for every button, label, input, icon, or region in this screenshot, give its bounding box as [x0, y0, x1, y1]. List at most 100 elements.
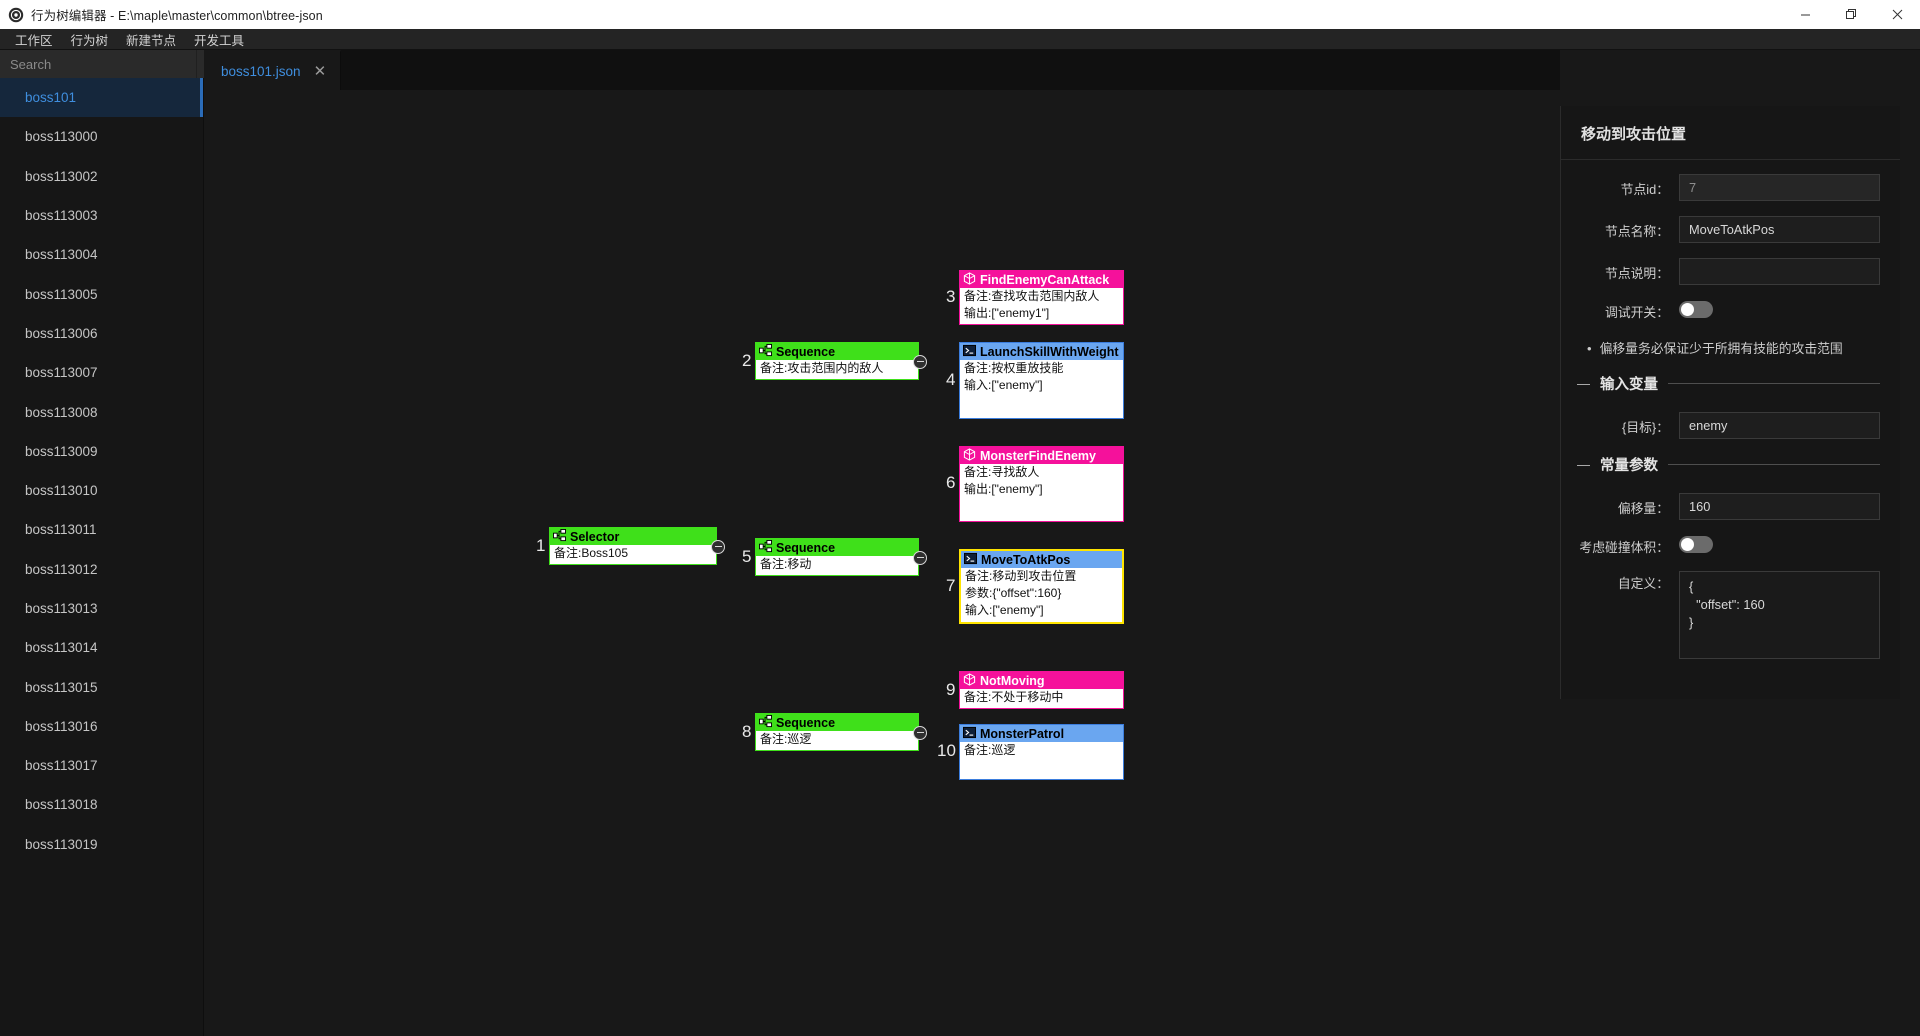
tree-node-Sequence[interactable]: Sequence 备注:移动 [755, 538, 919, 576]
sidebar-item-boss113013[interactable]: boss113013 [0, 589, 203, 628]
node-detail-line: 备注:移动 [760, 557, 812, 571]
node-id-label: 节点id： [1620, 182, 1669, 197]
node-index-label: 2 [742, 350, 752, 370]
collision-toggle[interactable] [1679, 535, 1713, 553]
sidebar-item-boss113012[interactable]: boss113012 [0, 550, 203, 589]
sidebar-item-boss113010[interactable]: boss113010 [0, 471, 203, 510]
node-title: NotMoving [980, 673, 1045, 688]
node-title: Sequence [776, 540, 836, 555]
section-divider [1668, 383, 1880, 384]
sidebar-item-boss113005[interactable]: boss113005 [0, 274, 203, 313]
node-title: LaunchSkillWithWeight [980, 344, 1119, 359]
minimize-button[interactable] [1782, 0, 1828, 29]
sidebar-item-boss101[interactable]: boss101 [0, 78, 203, 118]
input-target-input[interactable] [1679, 412, 1880, 439]
node-index-label: 4 [946, 369, 956, 389]
field-node-id: 节点id： [1561, 174, 1900, 201]
condition-icon [963, 271, 976, 288]
node-desc-input[interactable] [1679, 258, 1880, 285]
menu-new-node[interactable]: 新建节点 [126, 33, 177, 48]
collision-label: 考虑碰撞体积： [1579, 540, 1669, 555]
node-name-input[interactable] [1679, 216, 1880, 243]
tab-boss101-json[interactable]: boss101.json ✕ [204, 50, 342, 90]
sidebar-item-boss113014[interactable]: boss113014 [0, 628, 203, 667]
action-icon [964, 552, 977, 568]
properties-title: 移动到攻击位置 [1561, 106, 1900, 160]
sidebar-item-boss113015[interactable]: boss113015 [0, 667, 203, 706]
node-collapse-toggle[interactable] [913, 725, 927, 740]
properties-note: • 偏移量务必保证少于所拥有技能的攻击范围 [1561, 336, 1900, 357]
node-body: 备注:寻找敌人输出:["enemy"] [960, 464, 1123, 500]
node-title: MonsterPatrol [980, 726, 1065, 741]
sidebar-item-boss113003[interactable]: boss113003 [0, 196, 203, 235]
sidebar-item-label: boss113009 [25, 443, 98, 459]
node-index-label: 3 [946, 287, 956, 306]
toggle-knob-icon [1681, 302, 1694, 316]
sidebar-item-boss113009[interactable]: boss113009 [0, 432, 203, 471]
sidebar-item-label: boss113003 [25, 208, 98, 224]
node-collapse-toggle[interactable] [913, 354, 927, 369]
node-body: 备注:移动到攻击位置参数:{"offset":160}输入:["enemy"] [961, 568, 1122, 621]
tab-close-icon[interactable]: ✕ [313, 62, 327, 80]
sidebar-item-boss113000[interactable]: boss113000 [0, 117, 203, 156]
menu-bar: 工作区 行为树 新建节点 开发工具 [0, 29, 1920, 50]
node-collapse-toggle[interactable] [913, 550, 927, 565]
sidebar-item-boss113019[interactable]: boss113019 [0, 825, 203, 864]
node-header: FindEnemyCanAttack [960, 271, 1123, 288]
node-detail-line: 备注:攻击范围内的敌人 [760, 361, 884, 375]
debug-switch-toggle[interactable] [1679, 300, 1713, 318]
menu-behavior-tree[interactable]: 行为树 [70, 33, 109, 48]
node-detail-line: 备注:巡逻 [760, 732, 812, 746]
main-body: boss101 boss113000 boss113002 boss113003 bos… [0, 50, 1920, 1036]
node-body: 备注:按权重放技能输入:["enemy"] [960, 360, 1123, 396]
sidebar-item-boss113011[interactable]: boss113011 [0, 510, 203, 549]
node-detail-line: 备注:移动到攻击位置 [965, 569, 1077, 583]
node-title: MoveToAtkPos [981, 552, 1071, 567]
node-desc-label: 节点说明： [1605, 266, 1669, 281]
search-input[interactable] [0, 50, 196, 78]
collapse-minus-icon[interactable]: — [1577, 457, 1590, 472]
sidebar-item-label: boss113014 [25, 640, 98, 656]
sidebar-item-boss113004[interactable]: boss113004 [0, 235, 203, 274]
field-custom: 自定义： { "offset": 160 } [1561, 571, 1900, 664]
sidebar-item-boss113008[interactable]: boss113008 [0, 392, 203, 431]
offset-input[interactable] [1679, 493, 1880, 520]
custom-label: 自定义： [1617, 576, 1669, 591]
node-index-label: 9 [946, 679, 956, 699]
node-body: 备注:移动 [756, 556, 918, 575]
node-id-input[interactable] [1679, 174, 1880, 201]
close-button[interactable] [1874, 0, 1920, 29]
sidebar-item-boss113016[interactable]: boss113016 [0, 707, 203, 746]
menu-dev-tools[interactable]: 开发工具 [194, 33, 245, 48]
sidebar-item-label: boss113006 [25, 325, 98, 341]
sidebar-item-boss113017[interactable]: boss113017 [0, 746, 203, 785]
field-input-target: {目标}： [1561, 412, 1900, 439]
sidebar-item-boss113007[interactable]: boss113007 [0, 353, 203, 392]
sidebar-item-boss113006[interactable]: boss113006 [0, 314, 203, 353]
sidebar-item-label: boss113000 [25, 129, 98, 145]
node-header: MoveToAtkPos [961, 551, 1122, 568]
maximize-button[interactable] [1828, 0, 1874, 29]
sidebar-item-boss113018[interactable]: boss113018 [0, 785, 203, 824]
custom-textarea[interactable]: { "offset": 160 } [1679, 571, 1880, 659]
node-collapse-toggle[interactable] [711, 539, 725, 554]
condition-icon [963, 447, 976, 464]
node-index-label: 7 [946, 575, 956, 595]
menu-workspace[interactable]: 工作区 [15, 33, 53, 48]
file-list[interactable]: boss101 boss113000 boss113002 boss113003 bos… [0, 78, 203, 1036]
sidebar-item-label: boss113015 [25, 679, 98, 695]
collapse-minus-icon[interactable]: — [1577, 376, 1590, 391]
sidebar-item-boss113002[interactable]: boss113002 [0, 157, 203, 196]
